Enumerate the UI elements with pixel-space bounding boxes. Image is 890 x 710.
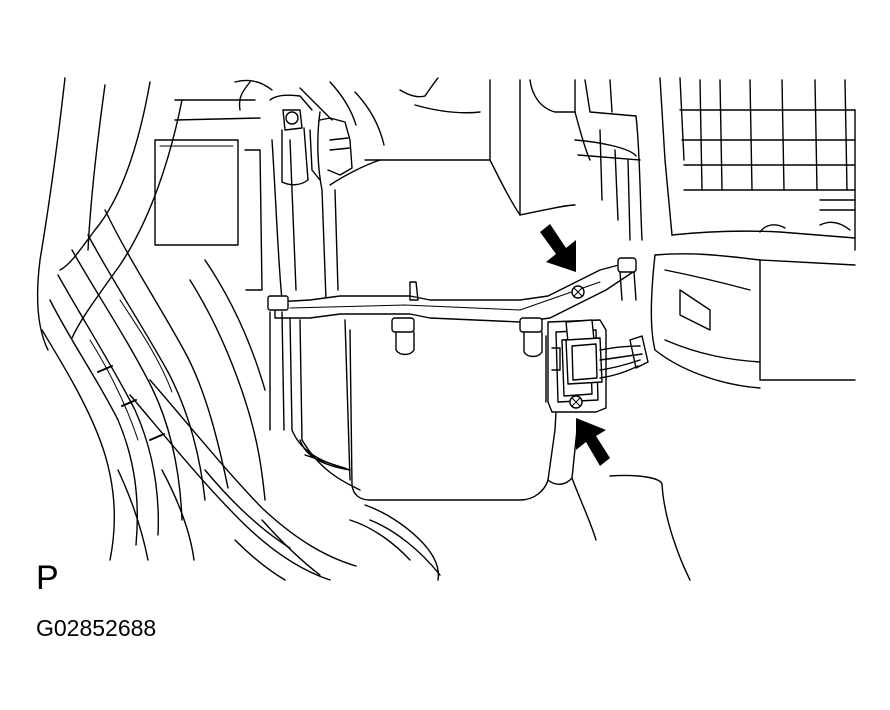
figure-code: G02852688 [36, 615, 157, 641]
blower-resistor-assembly [545, 319, 649, 413]
top-duct [234, 77, 591, 301]
arrow-down-right-icon [540, 224, 576, 272]
arrow-up-left-icon [576, 418, 610, 466]
wire-harness [41, 209, 357, 581]
view-label: P [36, 559, 59, 597]
lower-contours [234, 474, 691, 581]
left-panel-contours [36, 77, 263, 351]
blower-housing [267, 159, 637, 501]
right-vent-grille [574, 77, 856, 389]
